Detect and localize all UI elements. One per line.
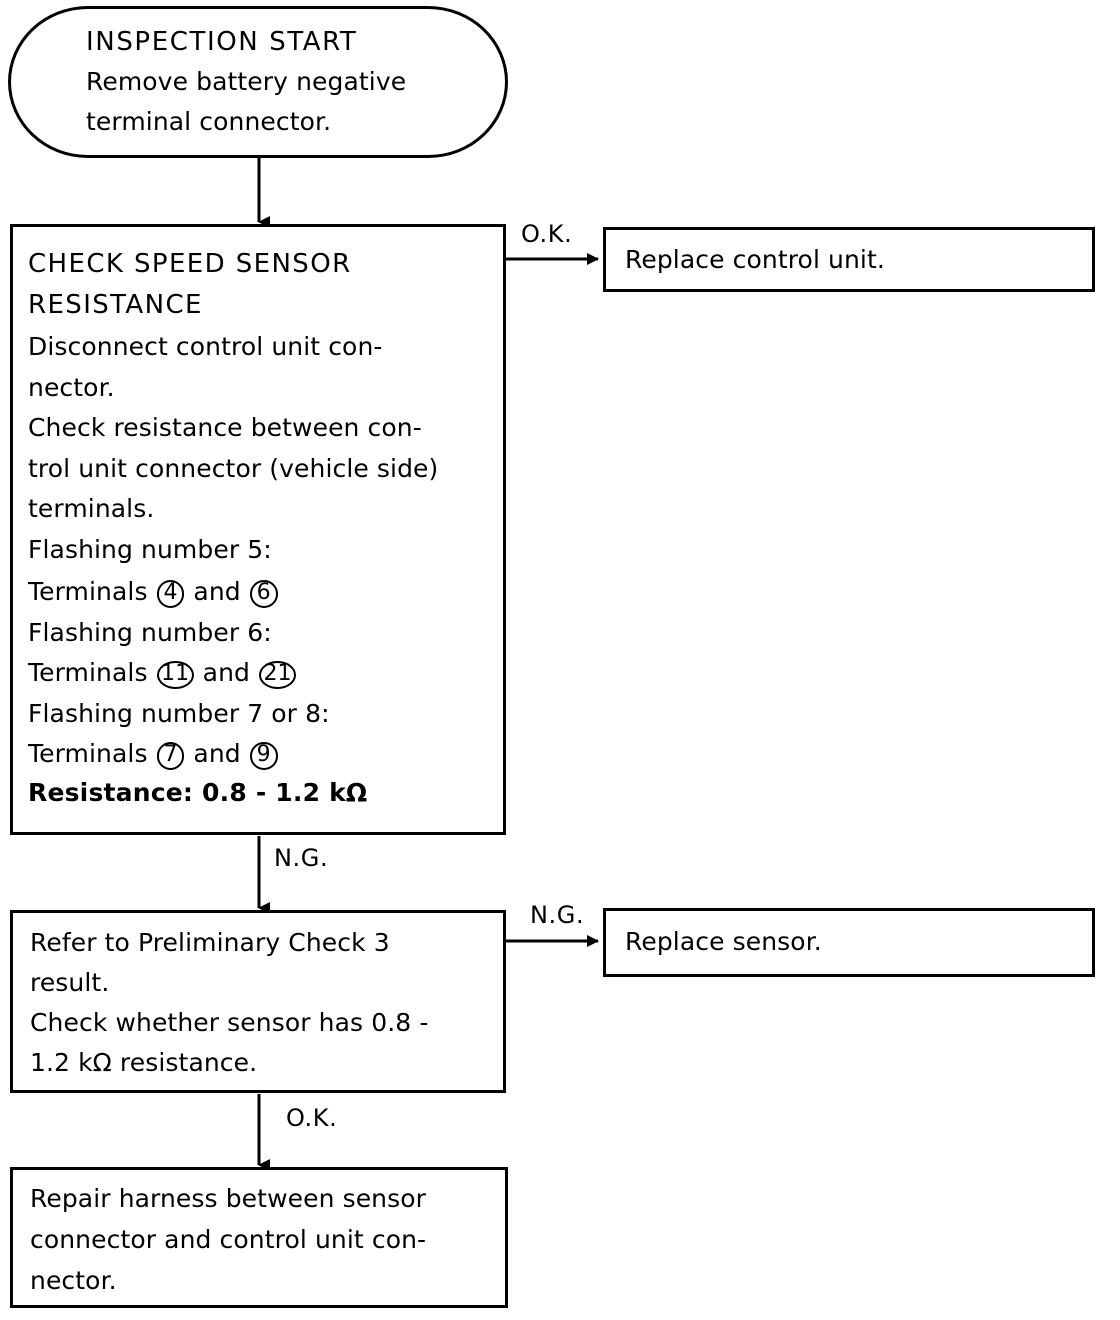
check-terminal-line: Flashing number 7 or 8: xyxy=(28,698,330,728)
connector-label-ng-check: N.G. xyxy=(274,844,329,872)
start-title: INSPECTION START xyxy=(86,27,358,57)
preliminary-check-body: Refer to Preliminary Check 3 result. Che… xyxy=(30,928,429,1077)
node-replace-control-unit xyxy=(603,227,1095,292)
replace-sensor-body: Replace sensor. xyxy=(625,927,822,956)
check-terminal-line: Terminals 11 and 21 xyxy=(28,653,498,694)
replace-control-unit-body: Replace control unit. xyxy=(625,245,885,274)
connector-label-ng-preliminary: N.G. xyxy=(530,901,585,929)
node-inspection-start xyxy=(8,6,508,158)
node-replace-sensor xyxy=(603,908,1095,977)
check-body: Disconnect control unit con- nector. Che… xyxy=(28,332,439,564)
node-repair-harness xyxy=(10,1167,508,1308)
connector-label-ok-preliminary: O.K. xyxy=(286,1104,338,1132)
circled-terminal-number: 6 xyxy=(249,580,278,608)
check-title: CHECK SPEED SENSOR RESISTANCE xyxy=(28,249,352,320)
node-check-speed-sensor-resistance xyxy=(10,224,506,835)
circled-terminal-number: 4 xyxy=(156,580,185,608)
circled-terminal-number: 11 xyxy=(156,661,194,689)
check-terminal-line: Terminals 7 and 9 xyxy=(28,734,498,775)
check-resistance-spec: Resistance: 0.8 - 1.2 kΩ xyxy=(28,778,368,807)
start-body: Remove battery negative terminal connect… xyxy=(86,67,407,136)
repair-harness-body: Repair harness between sensor connector … xyxy=(30,1184,427,1295)
circled-terminal-number: 7 xyxy=(156,742,185,770)
connector-label-ok-check: O.K. xyxy=(521,220,573,248)
check-terminal-line: Flashing number 6: xyxy=(28,617,272,647)
circled-terminal-number: 21 xyxy=(259,661,297,689)
check-terminal-line: Terminals 4 and 6 xyxy=(28,572,498,613)
check-terminal-lines: Terminals 4 and 6 Flashing number 6: Termi… xyxy=(28,572,498,775)
node-preliminary-check xyxy=(10,910,506,1093)
circled-terminal-number: 9 xyxy=(249,742,278,770)
